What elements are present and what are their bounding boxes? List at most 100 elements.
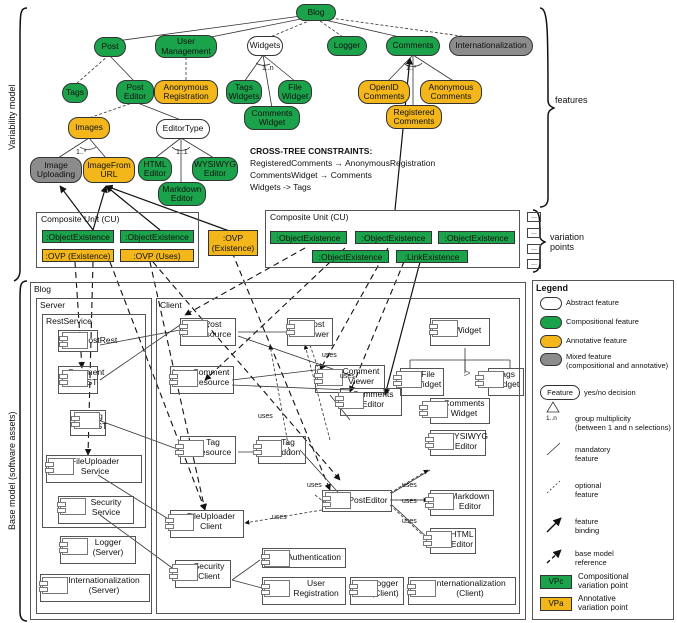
internationalization-client-label: Internationalization (Client)	[434, 578, 506, 598]
base-bracket	[19, 280, 28, 622]
post-editor-label: PostEditor	[348, 495, 388, 505]
legend-title: Legend	[536, 283, 569, 293]
component-icon	[393, 371, 422, 388]
internationalization-server-label: Internationalization (Server)	[68, 575, 140, 595]
vp-object-existence: :ObjectExistence	[42, 230, 114, 243]
legend-base-ref-label: base model reference	[575, 549, 614, 567]
component-icon	[425, 493, 454, 510]
composite-unit-right	[265, 210, 520, 268]
file-uploader-service-label: FileUploader Service	[70, 456, 120, 476]
vp-ovp-existence: :OVP (Existence)	[42, 249, 114, 262]
vp-object-existence: :ObjectExistence	[355, 231, 432, 244]
comment-resource-label: Comment Resource	[192, 367, 230, 387]
constraint-line: RegisteredComments → AnonymousRegistrati…	[250, 158, 436, 168]
authentication-label: Authentication	[287, 552, 341, 562]
component-comment-rest	[58, 366, 98, 394]
legend-vpa-swatch: VPa	[540, 597, 572, 611]
vp-brace	[532, 209, 547, 273]
component-icon	[45, 458, 74, 475]
legend-abstract-swatch	[540, 297, 562, 310]
feature-html-editor: HTML Editor	[138, 157, 172, 181]
vp-ellipsis: ...	[527, 244, 541, 254]
component-post-editor	[322, 490, 392, 512]
component-icon	[349, 580, 378, 597]
composite-unit-right-title: Composite Unit (CU)	[270, 212, 349, 222]
vp-object-existence: :ObjectExistence	[438, 231, 515, 244]
html-editor-label: HTML Editor	[450, 529, 474, 549]
component-icon	[57, 498, 86, 515]
legend-abstract-label: Abstract feature	[566, 298, 619, 307]
component-icon	[425, 433, 454, 450]
multiplicity-images: 1..*	[76, 149, 87, 156]
component-icon	[322, 492, 351, 509]
component-icon	[407, 580, 436, 597]
legend-group-mult-label: group multiplicity (between 1 and n sele…	[575, 414, 671, 432]
uses-label: uses	[402, 518, 417, 525]
legend-mandatory-label: mandatory feature	[575, 445, 611, 463]
comment-viewer-label: Comment Viewer	[342, 366, 380, 386]
uses-label: uses	[307, 482, 322, 489]
uses-label: uses	[272, 514, 287, 521]
constraint-line: Widgets -> Tags	[250, 182, 312, 192]
post-resource-label: Post Resource	[194, 319, 232, 339]
component-icon	[423, 531, 452, 548]
tags-widget-label: Tags Widget	[492, 369, 520, 389]
component-icon	[169, 370, 198, 387]
uses-label: uses	[340, 373, 355, 380]
rest-service-title: RestService	[46, 316, 92, 326]
wysiwyg-editor-label: WYSIWYG Editor	[446, 431, 489, 451]
vp-ellipsis: ...	[527, 228, 541, 238]
composite-unit-left	[36, 212, 199, 268]
feature-file-widget: File Widget	[278, 80, 312, 104]
comments-widget-label: Comments Widget	[443, 398, 485, 418]
component-icon	[59, 370, 88, 387]
constraint-line: CommentsWidget → Comments	[250, 170, 372, 180]
legend-vpc-label: Compositional variation point	[578, 572, 629, 590]
vp-ellipsis: ...	[527, 212, 541, 222]
feature-openid-comments: OpenID Comments	[358, 80, 410, 104]
component-icon	[335, 392, 364, 409]
logger-server-label: Logger (Server)	[92, 537, 124, 557]
legend-annotative-label: Annotative feature	[566, 336, 627, 345]
component-icon	[261, 580, 290, 597]
legend-mixed-swatch	[540, 353, 562, 366]
component-icon	[261, 550, 290, 567]
component-tag-rest	[70, 410, 106, 436]
component-icon	[165, 514, 194, 531]
uses-label: uses	[322, 352, 337, 359]
variation-points-label: variation points	[550, 232, 585, 252]
constraints-title: CROSS-TREE CONSTRAINTS:	[250, 146, 373, 156]
component-icon	[39, 577, 68, 594]
security-service-label: Security Service	[90, 497, 122, 517]
multiplicity-widgets: 1..n	[262, 65, 274, 72]
vp-ovp-existence-single: :OVP (Existence)	[208, 230, 258, 256]
feature-widgets: Widgets	[247, 36, 283, 56]
component-post-rest	[58, 330, 98, 352]
component-icon	[429, 320, 458, 337]
component-icon	[169, 564, 198, 581]
component-icon	[179, 320, 208, 337]
legend-compositional-swatch	[540, 316, 562, 329]
tag-addon-label: Tag Addon	[275, 437, 301, 457]
features-brace	[539, 7, 556, 208]
component-icon	[59, 538, 88, 555]
markdown-editor-label: Markdown Editor	[450, 491, 490, 511]
legend-optional-label: optional feature	[575, 481, 602, 499]
base-model-label: Base model (software assets)	[7, 411, 17, 530]
component-icon	[475, 371, 504, 388]
legend-annotative-swatch	[540, 335, 562, 348]
variability-bracket	[13, 7, 28, 282]
component-icon	[253, 440, 282, 457]
feature-anonymous-comments: Anonymous Comments	[420, 80, 482, 104]
component-icon	[59, 332, 88, 349]
legend-binding-label: feature binding	[575, 517, 600, 535]
feature-images: Images	[68, 117, 110, 139]
legend-box	[532, 280, 674, 620]
security-client-label: Security Client	[193, 561, 225, 581]
uses-label: uses	[402, 482, 417, 489]
widget-label: Widget	[454, 325, 482, 335]
component-icon	[71, 412, 100, 429]
feature-registered-comments: Registered Comments	[386, 105, 442, 129]
post-viewer-label: Post Viewer	[303, 319, 329, 339]
vp-object-existence: :ObjectExistence	[270, 231, 347, 244]
